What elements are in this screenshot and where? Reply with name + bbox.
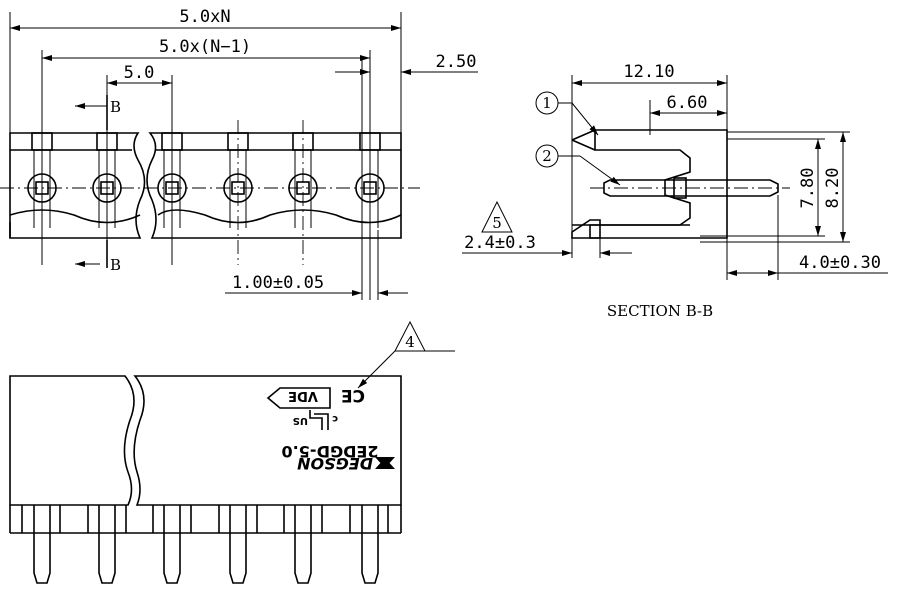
balloon-2: 2 bbox=[542, 147, 552, 165]
section-label-bottom: B bbox=[110, 256, 121, 274]
top-view: 5.0xN 5.0x(N−1) 5.0 2.50 B B bbox=[0, 7, 478, 300]
section-label-top: B bbox=[110, 98, 121, 116]
note-4: 4 bbox=[405, 333, 415, 351]
dim-span: 5.0x(N−1) bbox=[159, 37, 251, 57]
vde-mark: VDE bbox=[288, 388, 318, 403]
dim-total: 5.0xN bbox=[179, 7, 230, 27]
dim-inner: 6.60 bbox=[667, 93, 708, 113]
product-markings: VDE CE c US 2EDGD-5.0 DEGSON bbox=[266, 385, 395, 473]
model-mark: 2EDGD-5.0 bbox=[281, 442, 378, 461]
dim-tail: 4.0±0.30 bbox=[799, 253, 881, 273]
ce-mark: CE bbox=[341, 385, 365, 405]
pins bbox=[33, 505, 379, 584]
section-caption: SECTION B-B bbox=[607, 302, 713, 320]
dim-pin: 1.00±0.05 bbox=[232, 273, 324, 293]
dim-h2: 8.20 bbox=[823, 168, 843, 209]
ul-logo-icon bbox=[309, 410, 329, 430]
dim-pin-out: 2.4±0.3 bbox=[464, 233, 536, 253]
note-5: 5 bbox=[492, 214, 502, 232]
brand-mark: DEGSON bbox=[296, 454, 372, 473]
balloon-1: 1 bbox=[542, 94, 552, 112]
section-view: 12.10 6.60 7.80 8.20 1 2 bbox=[462, 62, 888, 320]
front-view: 4 VDE CE c US 2EDGD-5.0 DEGSON bbox=[9, 320, 455, 584]
dim-h1: 7.80 bbox=[798, 168, 818, 209]
dim-depth: 12.10 bbox=[623, 62, 674, 82]
ul-c-mark: c bbox=[332, 413, 338, 424]
ul-us-mark: US bbox=[293, 415, 308, 426]
dim-pitch: 5.0 bbox=[124, 63, 155, 83]
dim-edge: 2.50 bbox=[436, 52, 477, 72]
